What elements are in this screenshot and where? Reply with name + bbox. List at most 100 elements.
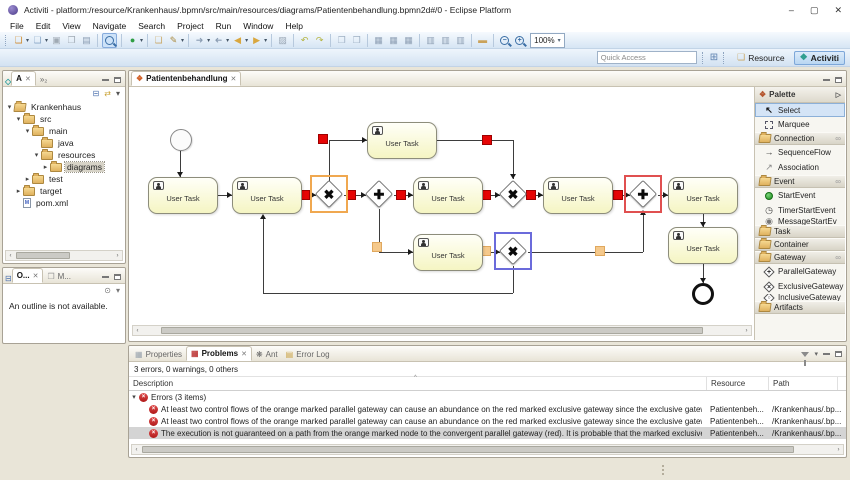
palette-section-task[interactable]: Task (755, 225, 845, 238)
palette-timerstartevent[interactable]: ◷TimerStartEvent (755, 203, 845, 218)
dropdown-caret-icon[interactable]: ▾ (26, 37, 30, 44)
dropdown-caret-icon[interactable]: ▾ (226, 37, 230, 44)
parallel-gateway-1[interactable]: ✚ (364, 179, 394, 209)
palette-inclusivegateway[interactable]: InclusiveGateway (755, 294, 845, 301)
user-task-node[interactable]: User Task (413, 234, 483, 271)
menu-edit[interactable]: Edit (35, 21, 51, 31)
tree-item-diagrams[interactable]: ▸diagrams (3, 160, 125, 173)
menu-window[interactable]: Window (243, 21, 274, 31)
route-connections-2-icon[interactable]: ▦ (389, 34, 398, 45)
tree-item-target[interactable]: ▸target (3, 184, 125, 197)
close-icon[interactable]: ✕ (24, 75, 31, 83)
expander-icon[interactable]: ▸ (16, 187, 21, 195)
zoom-level-select[interactable]: 100%▾ (530, 32, 565, 48)
pin-drawer-icon[interactable]: ∞ (835, 134, 841, 143)
tree-item-main[interactable]: ▾main (3, 124, 125, 137)
open-element-icon[interactable]: ❏ (154, 34, 163, 45)
tab-explorer[interactable]: A ✕ (11, 71, 36, 86)
dropdown-caret-icon[interactable]: ▾ (181, 37, 185, 44)
view-menu-icon[interactable]: ▾ (115, 88, 120, 98)
scroll-left-icon[interactable]: ‹ (9, 252, 12, 259)
tab-problems[interactable]: ▦Problems✕ (186, 346, 252, 361)
trim-handle[interactable] (662, 465, 664, 467)
print-icon[interactable]: ▤ (82, 34, 91, 45)
palette-select[interactable]: ↖Select (755, 103, 845, 117)
prev-annotation-icon[interactable]: ➜ (214, 34, 223, 45)
dropdown-caret-icon[interactable]: ▾ (207, 37, 211, 44)
exclusive-gateway-3[interactable]: ✖ (498, 236, 528, 266)
user-task-node[interactable]: User Task (232, 177, 302, 214)
save-icon[interactable]: ▣ (52, 34, 61, 45)
scroll-right-icon[interactable]: › (745, 327, 748, 334)
perspective-activiti-button[interactable]: ❖Activiti (793, 50, 845, 65)
view-menu-icon[interactable]: ▾ (814, 351, 818, 358)
view-menu-icon[interactable]: ▾ (115, 285, 120, 295)
align-distribute-icon[interactable]: ▥ (456, 34, 465, 45)
problems-hscrollbar[interactable]: ‹ › (131, 444, 844, 455)
maximize-view-icon[interactable] (114, 274, 121, 280)
menu-search[interactable]: Search (138, 21, 166, 31)
editor-hscrollbar[interactable]: ‹ › (132, 325, 752, 336)
problem-row[interactable]: The execution is not guaranteed on a pat… (129, 427, 846, 439)
perspective-resource-button[interactable]: ❏Resource (737, 52, 785, 63)
close-button[interactable]: ✕ (834, 4, 842, 15)
collapse-palette-icon[interactable]: ▷ (835, 91, 841, 99)
run-icon[interactable]: ● (129, 34, 136, 45)
scroll-right-icon[interactable]: › (837, 446, 840, 453)
minimize-button[interactable]: – (788, 5, 794, 15)
dropdown-caret-icon[interactable]: ▾ (140, 37, 144, 44)
user-task-node[interactable]: User Task (413, 177, 483, 214)
scroll-right-icon[interactable]: › (116, 252, 119, 259)
expander-icon[interactable]: ▾ (7, 103, 12, 111)
editor-tab-patientenbehandlung[interactable]: ❖ Patientenbehandlung ✕ (131, 71, 242, 86)
user-task-node[interactable]: User Task (367, 122, 437, 159)
palette-header[interactable]: ❖ Palette ▷ (755, 87, 845, 103)
save-all-icon[interactable]: ❐ (67, 34, 76, 45)
palette-messagestartevent[interactable]: ◉MessageStartEv (755, 218, 845, 225)
minimize-view-icon[interactable] (102, 79, 109, 81)
close-icon[interactable]: ✕ (241, 350, 247, 358)
expander-icon[interactable]: ▸ (25, 175, 30, 183)
tab-merge[interactable]: ❒ M... (47, 271, 71, 281)
column-header-resource[interactable]: Resource (706, 377, 768, 390)
forward-icon[interactable]: ▶ (253, 34, 261, 45)
end-event-node[interactable] (692, 283, 714, 305)
tree-item-test[interactable]: ▸test (3, 172, 125, 185)
minimize-view-icon[interactable] (823, 353, 830, 355)
back-icon[interactable]: ◀ (234, 34, 242, 45)
align-horizontal-icon[interactable]: ▥ (426, 34, 435, 45)
tab-error-log[interactable]: ▤Error Log (285, 349, 330, 359)
palette-section-gateway[interactable]: Gateway∞ (755, 251, 845, 264)
explorer-hscrollbar[interactable]: ‹ › (5, 250, 123, 261)
next-annotation-icon[interactable]: ➜ (195, 34, 204, 45)
problem-row[interactable]: At least two control flows of the orange… (129, 415, 846, 427)
maximize-button[interactable]: ▢ (809, 4, 819, 15)
tree-item-resources[interactable]: ▾resources (3, 148, 125, 161)
palette-exclusivegateway[interactable]: ExclusiveGateway (755, 279, 845, 294)
dropdown-caret-icon[interactable]: ▾ (45, 37, 49, 44)
copy-icon[interactable]: ❐ (337, 34, 346, 45)
tree-item-src[interactable]: ▾src (3, 112, 125, 125)
open-perspective-icon[interactable]: ⊞ (709, 51, 719, 63)
redo-icon[interactable]: ↷ (315, 34, 324, 45)
minimize-view-icon[interactable] (102, 276, 109, 278)
exclusive-gateway-2[interactable]: ✖ (498, 179, 528, 209)
palette-section-container[interactable]: Container (755, 238, 845, 251)
column-header-path[interactable]: Path (768, 377, 837, 390)
maximize-view-icon[interactable] (835, 77, 842, 83)
palette-parallelgateway[interactable]: ParallelGateway (755, 264, 845, 279)
palette-startevent[interactable]: StartEvent (755, 188, 845, 203)
tab-properties[interactable]: ▦Properties (135, 349, 183, 359)
pin-drawer-icon[interactable]: ∞ (835, 253, 841, 262)
palette-marquee[interactable]: Marquee (755, 117, 845, 132)
filter-icon[interactable] (801, 351, 810, 366)
expander-icon[interactable]: ▾ (16, 115, 21, 123)
menu-run[interactable]: Run (215, 21, 232, 31)
scroll-left-icon[interactable]: ‹ (135, 446, 138, 453)
link-with-editor-icon[interactable]: ⇄ (104, 88, 111, 98)
problems-group-row[interactable]: ▾Errors (3 items) (129, 391, 846, 403)
tree-item-java[interactable]: java (3, 136, 125, 149)
menu-navigate[interactable]: Navigate (92, 21, 127, 31)
minimize-view-icon[interactable] (823, 79, 830, 81)
